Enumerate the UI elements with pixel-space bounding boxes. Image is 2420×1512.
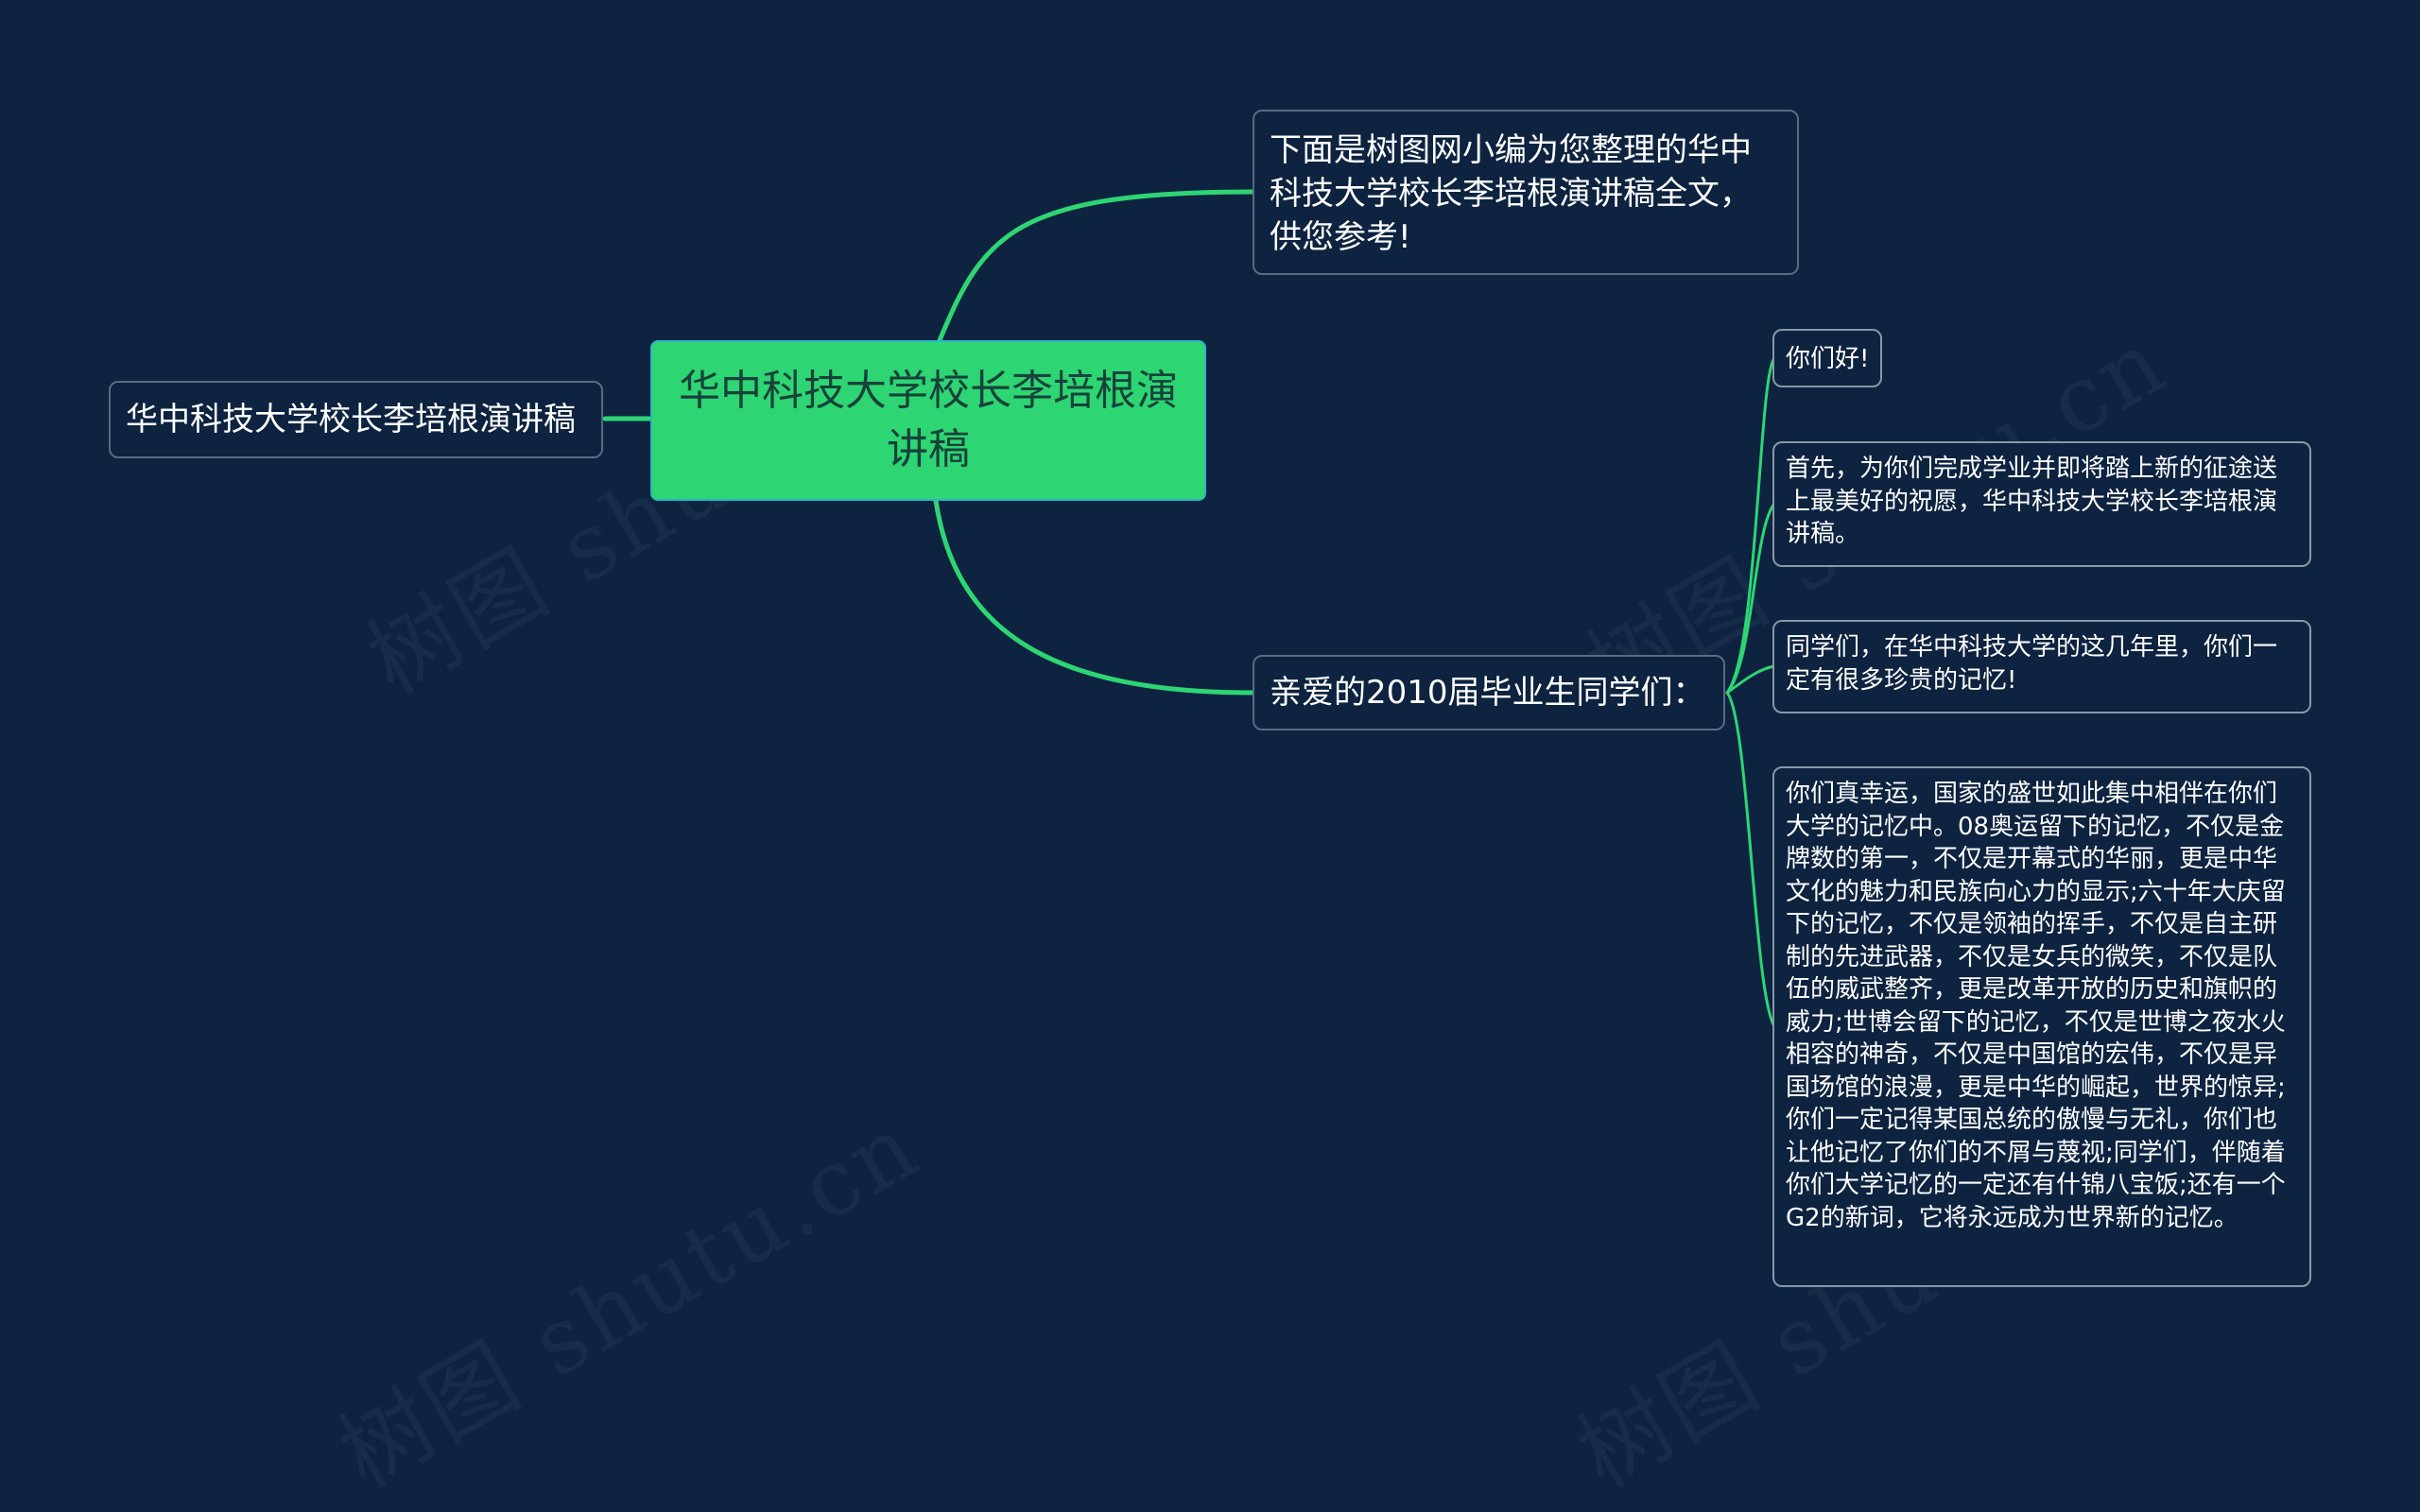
subtopic-lucky[interactable]: 你们真幸运，国家的盛世如此集中相伴在你们大学的记忆中。08奥运留下的记忆，不仅是… [1772,766,2311,1287]
connector-lines [602,189,1776,1028]
connector-root-greet [933,498,1255,696]
central-topic[interactable]: 华中科技大学校长李培根演讲稿 [650,340,1206,501]
subtopic-wishes[interactable]: 首先，为你们完成学业并即将踏上新的征途送上最美好的祝愿，华中科技大学校长李培根演… [1772,441,2311,567]
left-branch-label: 华中科技大学校长李培根演讲稿 [126,401,576,438]
subtopic-label: 你们好! [1786,345,1870,373]
central-topic-label: 华中科技大学校长李培根演讲稿 [679,367,1178,473]
subtopic-label: 同学们，在华中科技大学的这几年里，你们一定有很多珍贵的记忆! [1786,633,2278,695]
subtopic-memories[interactable]: 同学们，在华中科技大学的这几年里，你们一定有很多珍贵的记忆! [1772,620,2311,713]
greeting-topic[interactable]: 亲爱的2010届毕业生同学们： [1253,655,1725,730]
connector-greet-leaf-1 [1725,356,1776,695]
greeting-topic-label: 亲爱的2010届毕业生同学们： [1270,674,1705,712]
connector-greet-leaf-4 [1725,691,1776,1028]
connector-greet-leaf-2 [1725,502,1776,695]
subtopic-label: 你们真幸运，国家的盛世如此集中相伴在你们大学的记忆中。08奥运留下的记忆，不仅是… [1786,780,2286,1232]
left-branch-topic[interactable]: 华中科技大学校长李培根演讲稿 [109,381,603,458]
subtopic-hello[interactable]: 你们好! [1772,329,1882,387]
intro-topic-label: 下面是树图网小编为您整理的华中科技大学校长李培根演讲稿全文，供您参考! [1270,131,1752,256]
connector-root-intro [937,189,1255,343]
intro-topic[interactable]: 下面是树图网小编为您整理的华中科技大学校长李培根演讲稿全文，供您参考! [1253,110,1799,275]
subtopic-label: 首先，为你们完成学业并即将踏上新的征途送上最美好的祝愿，华中科技大学校长李培根演… [1786,455,2278,548]
mind-map-canvas: 树图 shutu.cn 树图 shutu.cn 树图 shutu.cn 树图 s… [109,110,2311,1508]
connector-greet-leaf-3 [1725,664,1776,695]
